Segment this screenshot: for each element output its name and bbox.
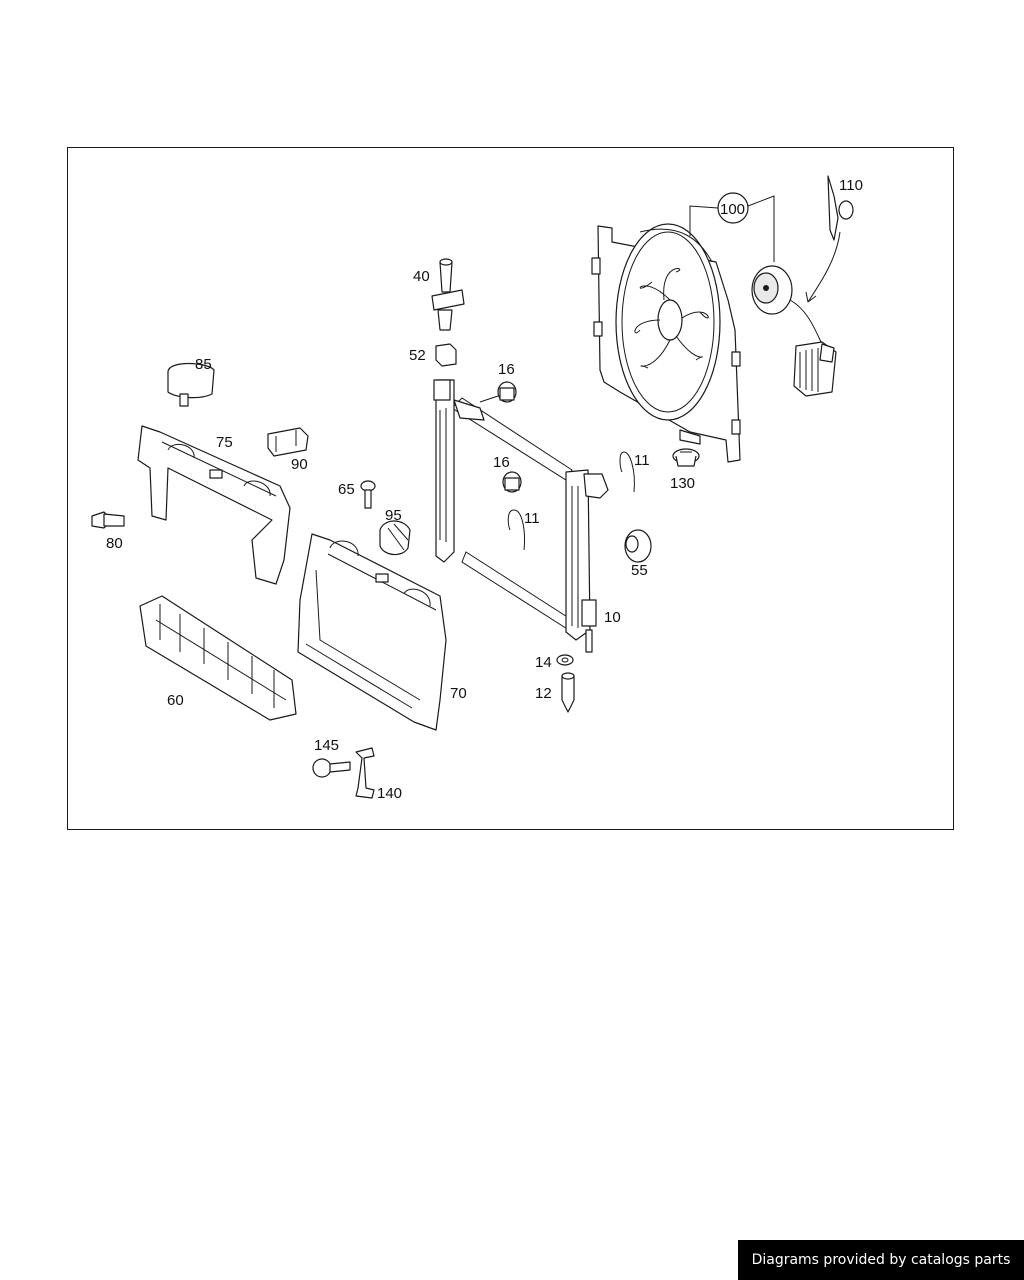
callout-11-b: 11: [524, 510, 540, 527]
callout-80: 80: [106, 535, 123, 552]
seal-95: [379, 520, 411, 556]
callout-10: 10: [604, 609, 621, 626]
wiring-plug-110: [805, 175, 854, 303]
drain-plug-12: [561, 672, 575, 713]
air-guide-frame-70: [297, 533, 447, 731]
callout-145: 145: [314, 737, 339, 754]
callout-52: 52: [409, 347, 426, 364]
bolt-65: [360, 480, 376, 509]
bracket-140: [355, 747, 375, 799]
drain-caps-16: [479, 381, 522, 493]
callout-14: 14: [535, 654, 552, 671]
temperature-sensor-40: [431, 258, 465, 331]
callout-70: 70: [450, 685, 467, 702]
callout-110: 110: [839, 177, 863, 194]
credit-text: Diagrams provided by catalogs parts: [751, 1252, 1011, 1268]
callout-16-b: 16: [493, 454, 510, 471]
push-clip-80: [91, 511, 125, 529]
callout-40: 40: [413, 268, 430, 285]
callout-11-a: 11: [634, 452, 650, 469]
callout-100-group: [689, 192, 775, 262]
bolt-145: [312, 758, 351, 778]
radiator-10: [433, 379, 609, 653]
credit-badge: Diagrams provided by catalogs parts: [738, 1240, 1024, 1280]
callout-12: 12: [535, 685, 552, 702]
callout-55: 55: [631, 562, 648, 579]
callout-90: 90: [291, 456, 308, 473]
fan-motor: [751, 265, 823, 345]
rubber-mount-55: [624, 529, 652, 563]
retaining-clips-11: [507, 451, 635, 551]
fan-shroud-assembly: [591, 223, 741, 463]
callout-140: 140: [377, 785, 402, 802]
callout-100: 100: [720, 201, 745, 218]
washer-14: [556, 654, 574, 666]
callout-labels: 10 11 11 12 14 16 16 40 52 55 60 65 70 7…: [106, 177, 863, 802]
callout-95: 95: [385, 507, 402, 524]
air-guide-75: [137, 425, 291, 585]
callout-65: 65: [338, 481, 355, 498]
callout-85: 85: [195, 356, 212, 373]
grommet-130: [672, 448, 700, 467]
fan-control-module: [793, 341, 837, 397]
callout-60: 60: [167, 692, 184, 709]
callout-75: 75: [216, 434, 233, 451]
cover-cap-85: [167, 362, 215, 407]
connector-52: [435, 343, 457, 367]
callout-16-a: 16: [498, 361, 515, 378]
callout-130: 130: [670, 475, 695, 492]
bracket-90: [267, 427, 309, 457]
parts-diagram-frame: [67, 147, 954, 830]
air-duct-60: [139, 595, 297, 721]
